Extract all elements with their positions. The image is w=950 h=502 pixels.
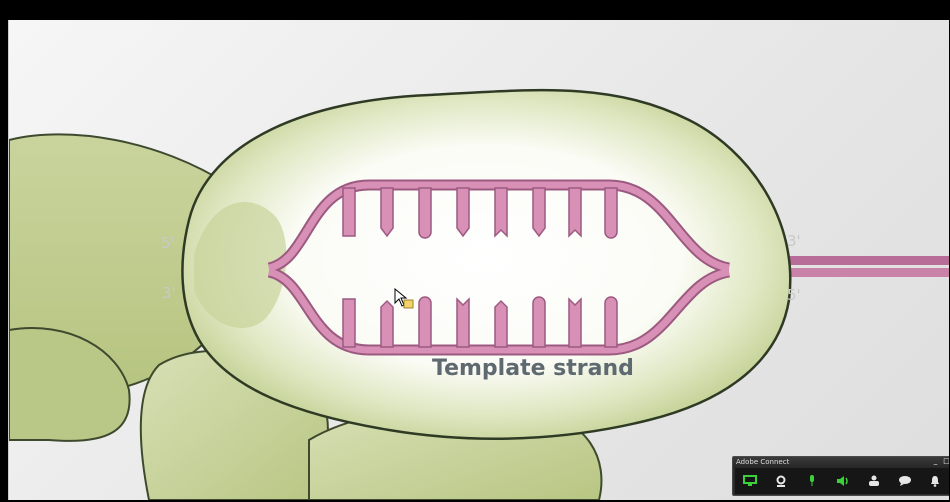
share-screen-button[interactable]: [740, 472, 760, 490]
attendees-icon: [867, 475, 881, 487]
webcam-button[interactable]: [771, 472, 791, 490]
label-right-top: 3': [787, 232, 801, 250]
adobe-connect-widget[interactable]: Adobe Connect _ □: [732, 456, 949, 496]
minimize-button[interactable]: _: [932, 458, 939, 465]
exiting-dna-duplex: [769, 256, 949, 277]
share-screen-icon: [743, 475, 757, 487]
label-left-top: 5': [161, 234, 175, 252]
maximize-button[interactable]: □: [943, 458, 949, 465]
label-left-bottom: 3': [162, 284, 176, 302]
microphone-button[interactable]: [802, 472, 822, 490]
chat-icon: [898, 475, 912, 487]
label-right-bottom: 5': [787, 286, 801, 304]
notification-icon: [929, 475, 941, 487]
attendees-button[interactable]: [864, 472, 884, 490]
mouse-cursor-icon: [394, 288, 414, 310]
adobe-connect-title: Adobe Connect: [736, 458, 789, 466]
webcam-icon: [775, 475, 787, 487]
speaker-icon: [836, 475, 850, 487]
adobe-connect-toolbar: [735, 468, 949, 494]
presentation-slide: 5' 3' 3' 5': [8, 20, 949, 500]
rna-polymerase-illustration: 5' 3' 3' 5': [9, 20, 949, 500]
notification-button[interactable]: [925, 472, 945, 490]
chat-button[interactable]: [895, 472, 915, 490]
speaker-button[interactable]: [833, 472, 853, 490]
adobe-connect-titlebar[interactable]: Adobe Connect _ □: [733, 457, 949, 468]
microphone-icon: [807, 475, 817, 487]
template-strand-caption: Template strand: [432, 356, 634, 381]
